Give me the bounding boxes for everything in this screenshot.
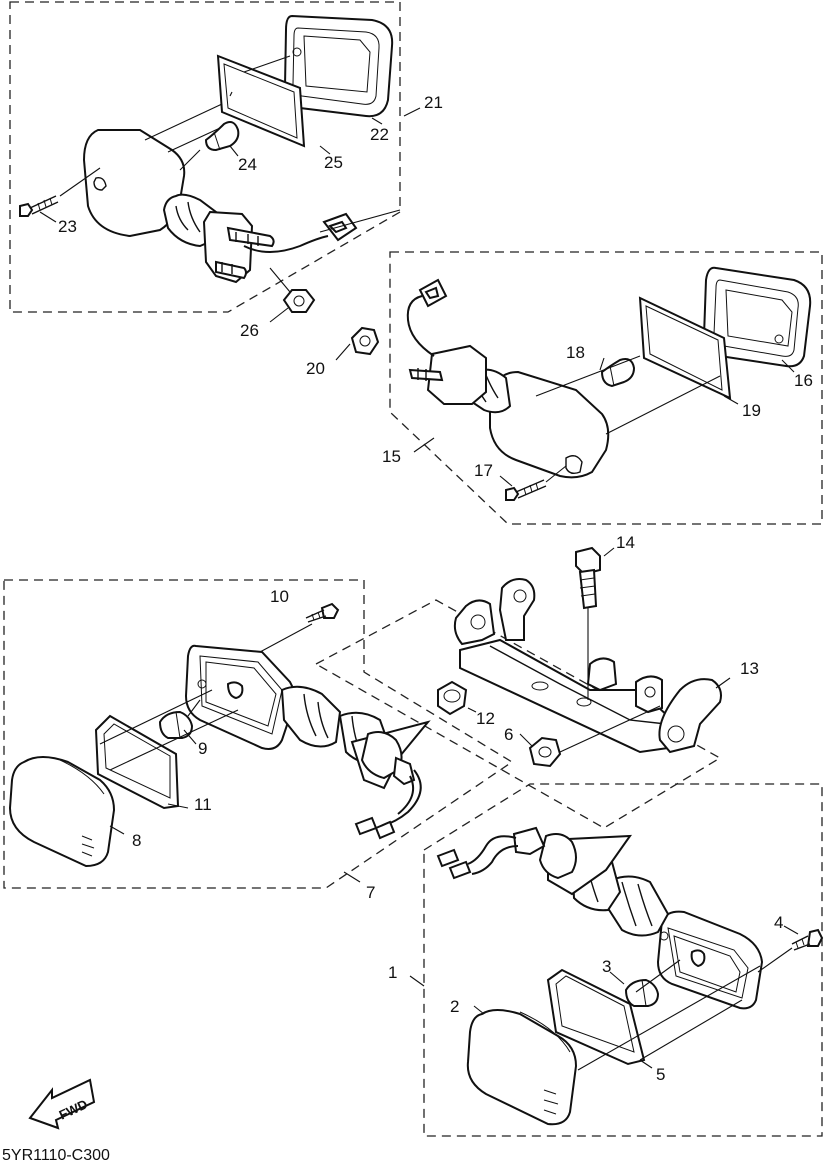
bulb-part-18: [600, 358, 636, 388]
callout-14: 14: [616, 533, 635, 552]
lens-part-16: [702, 266, 812, 368]
callout-26: 26: [240, 321, 259, 340]
bracket-part-13: [314, 578, 731, 829]
callout-2: 2: [450, 997, 459, 1016]
bulb-part-24: [204, 121, 240, 152]
callout-19: 19: [742, 401, 761, 420]
nut-part-26: [282, 289, 316, 313]
callout-24: 24: [238, 155, 257, 174]
callout-6: 6: [504, 725, 513, 744]
callout-16: 16: [794, 371, 813, 390]
bolt-part-14: [575, 546, 615, 700]
callout-13: 13: [740, 659, 759, 678]
bulb-part-9: [158, 710, 194, 739]
assembly-group-7: [3, 579, 514, 889]
callout-21: 21: [424, 93, 443, 112]
callout-8: 8: [132, 831, 141, 850]
gasket-part-19: [638, 296, 732, 400]
callout-1: 1: [388, 963, 397, 982]
lens-part-8: [8, 756, 116, 868]
collar-part-12: [437, 680, 477, 716]
callout-4: 4: [774, 913, 783, 932]
forward-direction-arrow-icon: FWD: [28, 1078, 96, 1130]
gasket-part-5: [546, 968, 646, 1066]
bulb-part-3: [624, 978, 660, 1007]
screw-part-4: [791, 928, 824, 951]
nut-part-20: [350, 326, 380, 356]
housing-front-right: [436, 826, 764, 1010]
lens-part-22: [283, 14, 394, 118]
callout-12: 12: [476, 709, 495, 728]
screw-part-10: [305, 602, 340, 623]
callout-3: 3: [602, 957, 611, 976]
housing-rear-left: [82, 129, 358, 284]
callout-22: 22: [370, 125, 389, 144]
callout-20: 20: [306, 359, 325, 378]
housing-front-left: [184, 644, 431, 840]
callout-7: 7: [366, 883, 375, 902]
callout-9: 9: [198, 739, 207, 758]
nut-part-6: [519, 705, 661, 768]
assembly-group-15: [350, 251, 823, 525]
callout-10: 10: [270, 587, 289, 606]
screw-part-23: [19, 195, 59, 217]
callout-11: 11: [194, 795, 212, 814]
callout-18: 18: [566, 343, 585, 362]
gasket-part-25: [216, 54, 306, 148]
callout-17: 17: [474, 461, 493, 480]
diagram-code: 5YR1110-C300: [2, 1147, 110, 1162]
lens-part-2: [466, 1009, 578, 1126]
assembly-group-21: [9, 1, 401, 313]
screw-part-17: [505, 479, 547, 501]
housing-rear-right: [406, 278, 610, 479]
callout-labels: 21 22 25 24 23 26 20 18 16 19 15 17 14 1…: [58, 93, 813, 1084]
callout-5: 5: [656, 1065, 665, 1084]
callout-25: 25: [324, 153, 343, 172]
callout-15: 15: [382, 447, 401, 466]
assembly-group-1: [423, 783, 824, 1137]
callout-23: 23: [58, 217, 77, 236]
callout-leaders: [39, 107, 799, 1069]
